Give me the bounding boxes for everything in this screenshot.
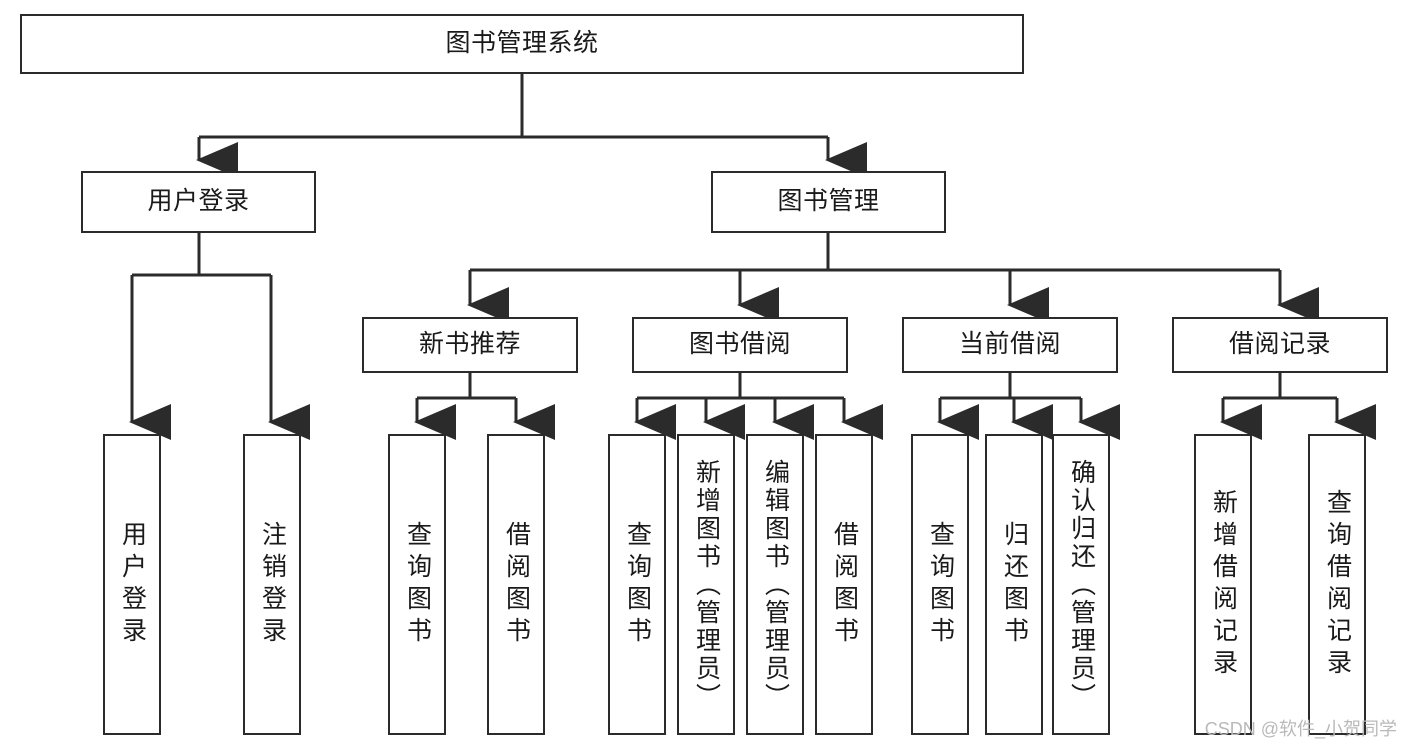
node-leaf-user-login[interactable]: 用户登录 [103, 434, 161, 735]
node-book-manage-label: 图书管理 [777, 187, 880, 216]
node-leaf-add-book-admin-label: 新增图书（管理员） [692, 458, 721, 711]
node-leaf-query-book-2-label: 查询图书 [623, 520, 652, 649]
node-leaf-borrow-book-2[interactable]: 借阅图书 [815, 434, 873, 735]
node-borrow-record[interactable]: 借阅记录 [1172, 317, 1388, 373]
node-user-login-label: 用户登录 [147, 187, 250, 216]
node-book-manage[interactable]: 图书管理 [711, 171, 946, 233]
node-leaf-add-record-label: 新增借阅记录 [1209, 488, 1238, 681]
node-leaf-confirm-return-label: 确认归还（管理员） [1067, 458, 1096, 711]
node-leaf-query-book-1-label: 查询图书 [403, 520, 432, 649]
node-leaf-add-record[interactable]: 新增借阅记录 [1194, 434, 1252, 735]
node-leaf-borrow-book-1-label: 借阅图书 [502, 520, 531, 649]
node-leaf-user-logout-label: 注销登录 [258, 520, 287, 649]
node-leaf-user-logout[interactable]: 注销登录 [243, 434, 301, 735]
node-leaf-confirm-return[interactable]: 确认归还（管理员） [1052, 434, 1110, 735]
node-leaf-user-login-label: 用户登录 [118, 520, 147, 649]
node-leaf-borrow-book-1[interactable]: 借阅图书 [487, 434, 545, 735]
node-leaf-add-book-admin[interactable]: 新增图书（管理员） [677, 434, 735, 735]
node-root[interactable]: 图书管理系统 [20, 14, 1024, 74]
node-leaf-query-record-label: 查询借阅记录 [1323, 488, 1352, 681]
node-leaf-edit-book-admin-label: 编辑图书（管理员） [761, 458, 790, 711]
node-leaf-query-book-1[interactable]: 查询图书 [388, 434, 446, 735]
node-user-login[interactable]: 用户登录 [81, 171, 316, 233]
node-leaf-return-book[interactable]: 归还图书 [985, 434, 1043, 735]
node-current-borrow[interactable]: 当前借阅 [902, 317, 1118, 373]
node-book-borrow-label: 图书借阅 [688, 330, 791, 359]
node-current-borrow-label: 当前借阅 [958, 330, 1061, 359]
node-leaf-query-book-2[interactable]: 查询图书 [608, 434, 666, 735]
node-leaf-query-book-3[interactable]: 查询图书 [911, 434, 969, 735]
node-new-book-recommend[interactable]: 新书推荐 [362, 317, 578, 373]
node-leaf-return-book-label: 归还图书 [1000, 520, 1029, 649]
node-borrow-record-label: 借阅记录 [1228, 330, 1331, 359]
node-root-label: 图书管理系统 [445, 29, 599, 58]
watermark: CSDN @软件_小贺同学 [1204, 719, 1397, 739]
node-leaf-query-record[interactable]: 查询借阅记录 [1308, 434, 1366, 735]
node-leaf-borrow-book-2-label: 借阅图书 [830, 520, 859, 649]
node-book-borrow[interactable]: 图书借阅 [632, 317, 848, 373]
node-leaf-query-book-3-label: 查询图书 [926, 520, 955, 649]
node-leaf-edit-book-admin[interactable]: 编辑图书（管理员） [746, 434, 804, 735]
node-new-book-recommend-label: 新书推荐 [418, 330, 521, 359]
